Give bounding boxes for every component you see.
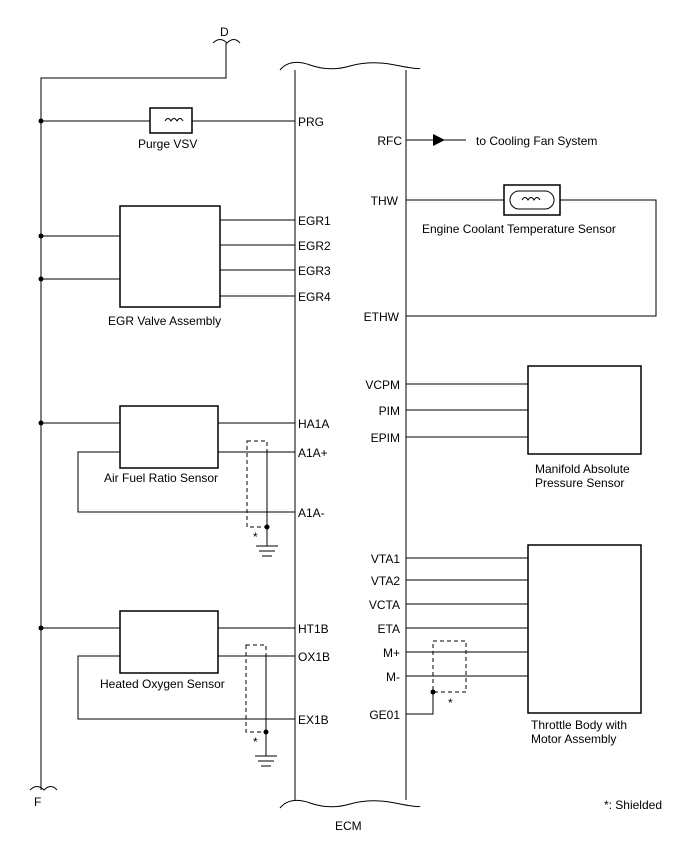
pin-ha1a: HA1A xyxy=(298,417,329,431)
pin-ethw: ETHW xyxy=(364,310,400,324)
ho2-sensor xyxy=(38,610,295,767)
pin-ht1b: HT1B xyxy=(298,622,329,636)
pin-vta1: VTA1 xyxy=(371,552,400,566)
pin-egr1: EGR1 xyxy=(298,214,331,228)
pin-vta2: VTA2 xyxy=(371,574,400,588)
ecm-body xyxy=(279,61,421,809)
throttle-shield-mark: * xyxy=(448,696,453,710)
pin-eta: ETA xyxy=(378,622,400,636)
pin-a1a-minus: A1A- xyxy=(298,506,325,520)
ho2-shield-mark: * xyxy=(253,735,258,749)
coolant-sensor xyxy=(406,184,657,317)
map-sensor-label-2: Pressure Sensor xyxy=(535,476,624,490)
pin-m-plus: M+ xyxy=(383,646,400,660)
pin-ox1b: OX1B xyxy=(298,650,330,664)
pin-m-minus: M- xyxy=(386,670,400,684)
pin-egr4: EGR4 xyxy=(298,290,331,304)
pin-thw: THW xyxy=(371,194,399,208)
pin-vcta: VCTA xyxy=(369,598,400,612)
throttle-body xyxy=(406,544,642,715)
af-sensor xyxy=(38,405,295,557)
egr-valve-assembly xyxy=(38,205,295,308)
coolant-sensor-label: Engine Coolant Temperature Sensor xyxy=(422,222,616,236)
connector-f xyxy=(29,786,58,791)
pin-epim: EPIM xyxy=(371,431,400,445)
pin-rfc: RFC xyxy=(377,134,402,148)
pin-ex1b: EX1B xyxy=(298,713,329,727)
connector-d xyxy=(40,39,241,790)
map-sensor-label-1: Manifold Absolute xyxy=(535,462,630,476)
throttle-label-2: Motor Assembly xyxy=(531,732,616,746)
shield-legend: *: Shielded xyxy=(604,798,662,812)
rfc-output xyxy=(406,134,466,146)
pin-prg: PRG xyxy=(298,115,324,129)
throttle-label-1: Throttle Body with xyxy=(531,718,627,732)
connector-f-label: F xyxy=(34,795,41,809)
pin-ge01: GE01 xyxy=(369,708,400,722)
cooling-fan-label: to Cooling Fan System xyxy=(476,134,597,148)
ho2-sensor-label: Heated Oxygen Sensor xyxy=(100,677,225,691)
pin-a1a-plus: A1A+ xyxy=(298,446,328,460)
af-sensor-label: Air Fuel Ratio Sensor xyxy=(104,471,218,485)
purge-vsv xyxy=(38,107,295,134)
egr-valve-label: EGR Valve Assembly xyxy=(108,314,221,328)
connector-d-label: D xyxy=(220,25,229,39)
pin-pim: PIM xyxy=(379,404,400,418)
af-shield-mark: * xyxy=(253,530,258,544)
pin-egr3: EGR3 xyxy=(298,264,331,278)
pin-vcpm: VCPM xyxy=(365,378,400,392)
map-sensor xyxy=(406,365,642,455)
purge-vsv-label: Purge VSV xyxy=(138,137,197,151)
ecm-label: ECM xyxy=(335,819,362,833)
pin-egr2: EGR2 xyxy=(298,239,331,253)
